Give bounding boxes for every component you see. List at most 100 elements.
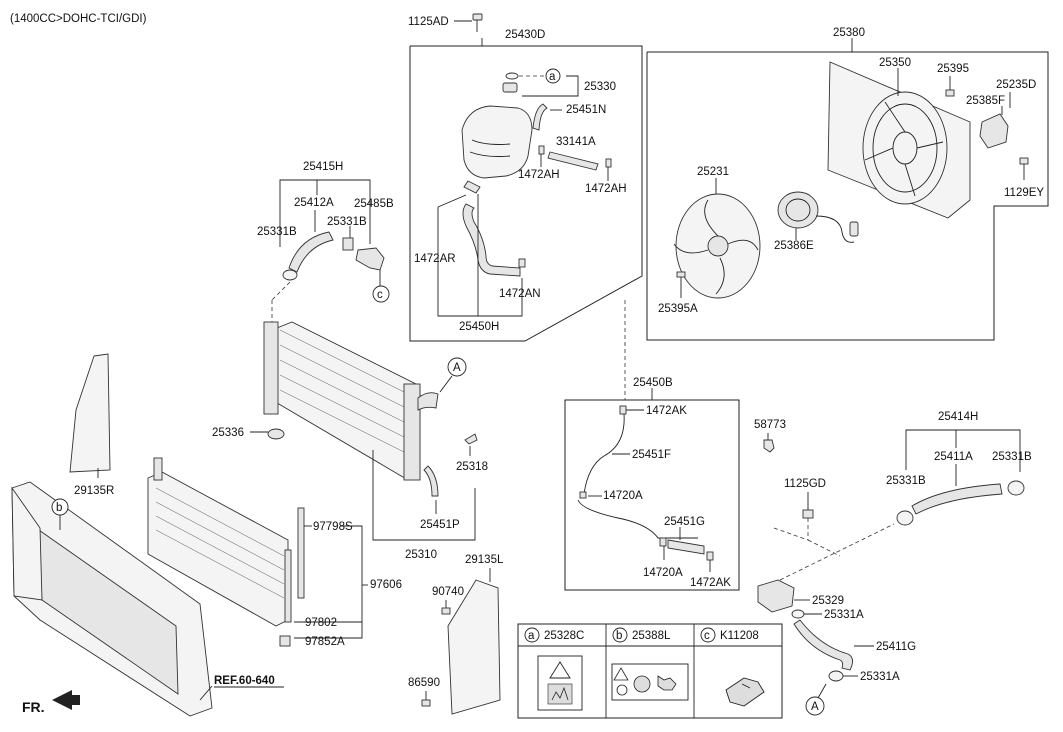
part-label-86590: 86590 bbox=[408, 677, 440, 689]
clip-58773 bbox=[763, 439, 775, 453]
part-label-1472AR: 1472AR bbox=[414, 253, 456, 265]
cap-97852A bbox=[279, 635, 291, 647]
part-label-25451N: 25451N bbox=[566, 104, 606, 116]
legend-code-25328C: 25328C bbox=[544, 630, 584, 642]
bolt-1125AD bbox=[472, 13, 483, 32]
part-label-25451G: 25451G bbox=[664, 516, 705, 528]
reservoir-outlet bbox=[463, 180, 481, 194]
hose-33141A bbox=[547, 151, 599, 171]
fan-motor bbox=[777, 191, 819, 229]
clamp-14720A-1 bbox=[579, 491, 587, 499]
front-arrow-icon bbox=[52, 690, 80, 710]
part-label-1472AN: 1472AN bbox=[499, 288, 541, 300]
coolant-reservoir-tank bbox=[461, 105, 533, 179]
part-label-25350: 25350 bbox=[879, 57, 911, 69]
part-label-25331B-1: 25331B bbox=[327, 216, 367, 228]
legend-code-25388L: 25388L bbox=[632, 630, 671, 642]
part-label-25395A: 25395A bbox=[658, 303, 698, 315]
part-label-1129EY: 1129EY bbox=[1004, 187, 1044, 199]
hose-25451P bbox=[423, 465, 439, 497]
part-label-25395: 25395 bbox=[937, 63, 969, 75]
part-label-25329: 25329 bbox=[812, 595, 844, 607]
part-label-25318: 25318 bbox=[456, 461, 488, 473]
bypass-hose-frame bbox=[564, 399, 740, 591]
fan-frame bbox=[646, 51, 1049, 341]
bypass-hose-group: 25450B 1472AK 25451F 14720A 25451G 14720… bbox=[564, 300, 740, 591]
part-label-25331A-2: 25331A bbox=[860, 671, 900, 683]
radiator-left-tank bbox=[263, 321, 279, 415]
part-label-25485B: 25485B bbox=[354, 198, 394, 210]
svg-text:c: c bbox=[704, 630, 710, 642]
svg-text:b: b bbox=[616, 630, 622, 642]
upper-hose-group: 25415H 25412A 25485B 25331B 25331B c bbox=[257, 161, 394, 303]
drain-plug-25336 bbox=[267, 428, 285, 440]
part-label-97798S: 97798S bbox=[313, 521, 353, 533]
housing-25329 bbox=[757, 579, 795, 613]
engine-spec-header: (1400CC>DOHC-TCI/GDI) bbox=[10, 13, 147, 25]
condenser-group: 97798S 97606 97802 97852A bbox=[147, 457, 402, 648]
air-guard-left-group: 29135L 90740 86590 bbox=[408, 554, 504, 715]
clamp-1472AH-2 bbox=[605, 158, 612, 168]
part-label-90740: 90740 bbox=[432, 586, 464, 598]
clamp-1472AK-2 bbox=[706, 551, 714, 561]
part-label-25430D: 25430D bbox=[505, 29, 545, 41]
part-label-29135R: 29135R bbox=[74, 485, 114, 497]
clamp-25331A-1 bbox=[791, 609, 805, 619]
part-label-25386E: 25386E bbox=[774, 240, 814, 252]
callout-A-hose bbox=[805, 696, 825, 716]
part-label-25330: 25330 bbox=[584, 81, 616, 93]
radiator-group: A 25336 25318 25451P 25310 bbox=[212, 300, 488, 561]
clamp-1472AH-1 bbox=[538, 145, 545, 155]
svg-text:a: a bbox=[549, 71, 556, 83]
clamp-1472AK-1 bbox=[619, 405, 627, 415]
part-label-25310: 25310 bbox=[405, 549, 437, 561]
part-label-25331B-3: 25331B bbox=[886, 475, 926, 487]
seal-97798S bbox=[297, 507, 305, 599]
clamp-14720A-2 bbox=[659, 537, 667, 547]
lower-hose-group: 58773 1125GD 25414H 25411A 25331B 25331B… bbox=[754, 411, 1032, 716]
bolt-90740 bbox=[441, 607, 451, 615]
part-label-25414H: 25414H bbox=[938, 411, 978, 423]
part-label-1125AD: 1125AD bbox=[408, 16, 449, 28]
screw-25395A bbox=[676, 271, 686, 278]
reservoir-cap bbox=[502, 82, 518, 93]
legend-code-K11208: K11208 bbox=[720, 630, 759, 642]
part-label-25451P: 25451P bbox=[420, 519, 460, 531]
legend-key-a bbox=[524, 627, 540, 643]
part-label-25231: 25231 bbox=[697, 166, 729, 178]
callout-a-25330 bbox=[545, 68, 561, 84]
part-label-25450H: 25450H bbox=[459, 321, 499, 333]
air-guard-29135L bbox=[447, 579, 501, 715]
hose-25411G bbox=[793, 619, 853, 671]
part-label-1472AK-1: 1472AK bbox=[646, 405, 687, 417]
part-label-25412A: 25412A bbox=[294, 197, 334, 209]
callout-A-radiator bbox=[447, 357, 467, 377]
callout-c bbox=[372, 285, 390, 303]
part-label-29135L: 29135L bbox=[465, 554, 504, 566]
shroud-opening bbox=[862, 91, 948, 205]
part-label-25450B: 25450B bbox=[633, 377, 673, 389]
bracket-25318 bbox=[464, 433, 478, 445]
part-label-1125GD: 1125GD bbox=[784, 478, 826, 490]
clamp-25331B-4 bbox=[1007, 480, 1025, 496]
part-label-33141A: 33141A bbox=[556, 136, 596, 148]
part-label-25451F: 25451F bbox=[632, 449, 671, 461]
label-legend-table: a 25328C b 25388L c K11208 bbox=[517, 623, 783, 719]
part-label-58773: 58773 bbox=[754, 419, 786, 431]
condenser-pipe bbox=[153, 457, 163, 481]
fitting-25485B bbox=[355, 247, 385, 271]
radiator-right-tank bbox=[403, 383, 421, 481]
warning-label-icon bbox=[611, 663, 689, 701]
part-label-97852A: 97852A bbox=[305, 636, 345, 648]
bolt-1129EY bbox=[1019, 157, 1029, 165]
part-label-25331A-1: 25331A bbox=[824, 609, 864, 621]
clamp-1472AN bbox=[518, 258, 526, 268]
front-direction-indicator: FR. bbox=[22, 690, 80, 715]
fastener-clip-icon bbox=[725, 677, 765, 707]
front-label: FR. bbox=[22, 699, 45, 715]
svg-text:b: b bbox=[56, 502, 62, 514]
clamp-25331B-left bbox=[282, 269, 298, 281]
ref-label: REF.60-640 bbox=[214, 675, 275, 687]
